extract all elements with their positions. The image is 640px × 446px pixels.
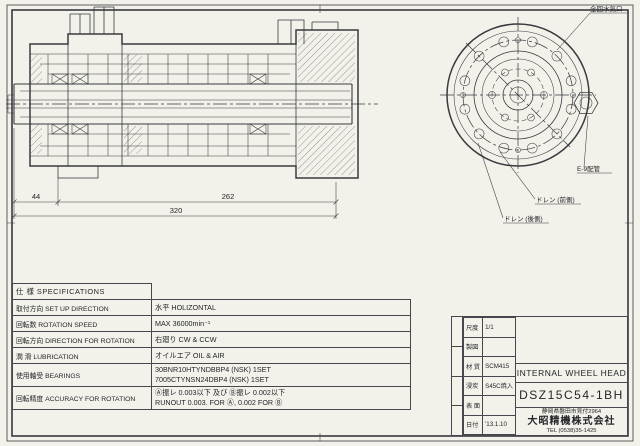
spec-value: Ⓐ振レ 0.003以下 及び Ⓑ振レ 0.002以下 RUNOUT 0.003.… [151,386,411,410]
bottom-step [57,165,99,179]
dimension-44: 44 [32,192,40,201]
table-row: 回転数 ROTATION SPEED MAX 36000min⁻¹ [12,315,411,332]
company-block: 静岡県磐田市見付2964 大昭精機株式会社 TEL (0538)35-1425 [516,408,627,435]
spec-table-grid: 仕 様 SPECIFICATIONS 取付方向 SET UP DIRECTION… [12,283,411,410]
table-row: 材 質 SCM415 [462,356,516,377]
spec-label: 回転方向 DIRECTION FOR ROTATION [12,331,152,348]
spec-table: 仕 様 SPECIFICATIONS 取付方向 SET UP DIRECTION… [12,283,411,410]
title-block-main: INTERNAL WHEEL HEAD DSZ15C54-1BH 静岡県磐田市見… [515,317,627,435]
bolt-circle [462,39,574,151]
callout-drain-front: ドレン (前側) [536,195,575,204]
callouts: 全回水気口 E-9配管 ドレン (前側) ドレン (後側) [477,4,628,224]
center-bore-circle [509,86,527,104]
table-row: 浸炭 S45C焼入 [462,375,516,396]
housing-step-lines [67,30,297,178]
spec-value: 右廻り CW & CCW [151,331,411,348]
spindle-nose-circle [502,79,534,111]
accuracy-line-1: Ⓐ振レ 0.003以下 及び Ⓑ振レ 0.002以下 [155,388,286,397]
info-label: 材 質 [462,356,484,377]
spec-label: 回転精度 ACCURACY FOR ROTATION [12,386,152,410]
spindle-shaft [13,83,353,125]
dimensions: 44 262 320 [11,128,339,219]
spec-value: オイルエア OIL & AIR [151,347,411,364]
extension-lines [13,128,337,219]
dimension-lines [14,201,336,217]
spec-header-spacer [151,283,411,300]
table-row: 回転精度 ACCURACY FOR ROTATION Ⓐ振レ 0.003以下 及… [12,386,411,410]
inner-bolt-circle [491,68,545,122]
inner-bolt-holes [488,68,548,122]
table-row: 製図 [462,336,516,357]
spec-value: MAX 36000min⁻¹ [151,315,411,332]
spec-label: 回転数 ROTATION SPEED [12,315,152,332]
bearing-sections [51,73,267,135]
dimension-320: 320 [170,206,183,215]
housing-internal-horizontals [30,53,296,157]
callout-leader-lines [477,12,628,224]
recess-circle [481,58,555,132]
info-value: '13.1.10 [482,414,516,435]
callout-pipe: E-9配管 [577,164,601,173]
spec-table-header: 仕 様 SPECIFICATIONS [12,283,152,300]
table-row: 取付方向 SET UP DIRECTION 水平 HOLIZONTAL [12,299,411,316]
top-components [69,6,339,44]
pipe-fitting-hex [573,92,599,114]
shaft-bore-lines [6,90,352,118]
section-hatching [30,33,355,175]
table-row: 尺度 1/1 [462,317,516,338]
bearing-line-2: 7005CTYNSN24DBP4 (NSK) 1SET [155,375,269,384]
info-value: SCM415 [482,356,516,377]
spec-value: 30BNR10HTYNDBBP4 (NSK) 1SET 7005CTYNSN24… [151,363,411,387]
spec-header-row: 仕 様 SPECIFICATIONS [12,283,411,300]
company-tel: TEL (0538)35-1425 [546,428,597,434]
table-row: 表 面 [462,395,516,416]
title-block-stamp-area [515,317,627,364]
drawing-title: INTERNAL WHEEL HEAD [515,364,627,383]
info-label: 日付 [462,414,484,435]
info-value [482,395,516,416]
end-view [440,17,599,173]
end-view-centerlines [440,17,596,173]
flange-bolt-holes [459,36,577,154]
pilot-circle [473,50,563,140]
callout-drain-rear: ドレン (後側) [504,214,543,223]
spec-label: 使用軸受 BEARINGS [12,363,152,387]
frame-center-marks [7,5,633,441]
flange-inner-edge [453,30,583,160]
info-label: 浸炭 [462,375,484,396]
title-block-info-table: 尺度 1/1 製図 材 質 SCM415 浸炭 S45C焼入 表 面 日付 '1 [462,317,516,435]
housing-internal-verticals [47,54,269,156]
info-label: 製図 [462,336,484,357]
drawing-number: DSZ15C54-1BH [515,383,627,408]
info-label: 表 面 [462,395,484,416]
title-block: 尺度 1/1 製図 材 質 SCM415 浸炭 S45C焼入 表 面 日付 '1 [451,316,628,436]
table-row: 使用軸受 BEARINGS 30BNR10HTYNDBBP4 (NSK) 1SE… [12,363,411,387]
title-block-side-strip [452,317,463,435]
table-row: 潤 滑 LUBRICATION オイルエア OIL & AIR [12,347,411,364]
info-value: 1/1 [482,317,516,338]
table-row: 日付 '13.1.10 [462,414,516,435]
company-name: 大昭精機株式会社 [527,416,616,427]
bearing-line-1: 30BNR10HTYNDBBP4 (NSK) 1SET [155,365,271,374]
table-row: 回転方向 DIRECTION FOR ROTATION 右廻り CW & CCW [12,331,411,348]
spec-label: 取付方向 SET UP DIRECTION [12,299,152,316]
accuracy-line-2: RUNOUT 0.003. FOR Ⓐ, 0.002 FOR Ⓑ [155,398,283,407]
dimension-262: 262 [222,192,235,201]
spec-value: 水平 HOLIZONTAL [151,299,411,316]
info-value: S45C焼入 [482,375,516,396]
spec-label: 潤 滑 LUBRICATION [12,347,152,364]
sheet-frame [6,4,634,442]
company-address: 静岡県磐田市見付2964 [541,409,602,415]
info-label: 尺度 [462,317,484,338]
dimension-ticks [11,199,339,219]
callout-coolant-port: 全回水気口 [590,4,623,13]
side-section-view [6,6,378,179]
flange-outer-circle [446,23,590,167]
info-value [482,336,516,357]
